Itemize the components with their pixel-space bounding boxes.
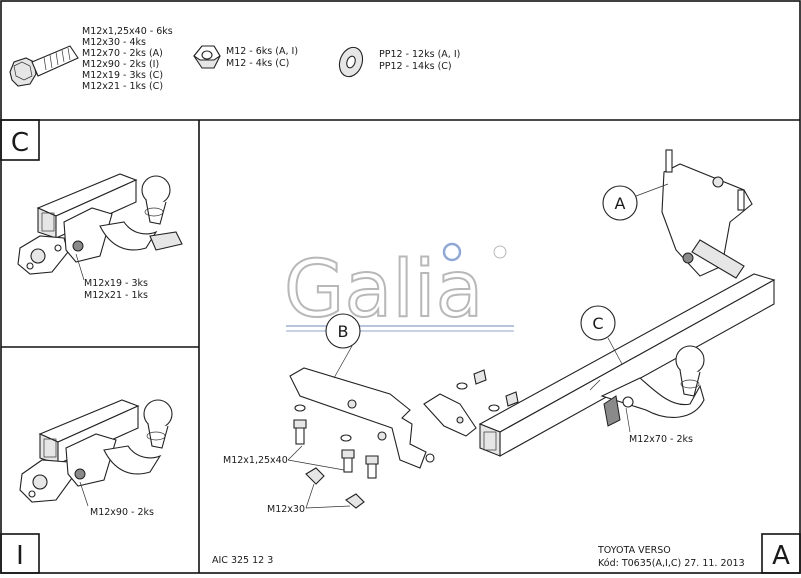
nut-spec-line: M12 - 4ks (C) xyxy=(226,58,289,69)
bolt-label-m12x70: M12x70 - 2ks xyxy=(629,434,693,445)
callout-c: C xyxy=(580,305,623,365)
panel-c-letter: C xyxy=(11,128,29,158)
drawing-code: AIC 325 12 3 xyxy=(212,555,273,566)
galia-logo-text: Galia xyxy=(284,245,483,335)
loose-fasteners xyxy=(293,369,519,509)
nut-icon xyxy=(193,45,221,69)
washer-spec-line: PP12 - 14ks (C) xyxy=(379,61,452,72)
callout-b: B xyxy=(325,313,361,379)
bolt-spec-line: M12x21 - 1ks (C) xyxy=(82,81,163,92)
main-assembly: Galia xyxy=(223,149,776,515)
bolt-spec-line: M12x90 - 2ks (I) xyxy=(82,59,159,70)
bolt-spec-line: M12x1,25x40 - 6ks xyxy=(82,26,173,37)
callout-a-letter: A xyxy=(615,194,626,213)
side-bracket-b xyxy=(289,367,477,469)
drawing-kod-date: Kód: T0635(A,I,C) 27. 11. 2013 xyxy=(598,558,745,569)
bolt-label-m12x1-25x40: M12x1,25x40 xyxy=(223,455,288,466)
variant-letter: A xyxy=(772,541,790,571)
panel-c-bolt-label: M12x19 - 3ks xyxy=(84,278,148,289)
panel-i-bolt-label: M12x90 - 2ks xyxy=(90,507,154,518)
callout-b-letter: B xyxy=(338,322,349,341)
bolt-label-m12x30: M12x30 xyxy=(267,504,305,515)
callout-a: A xyxy=(602,183,669,221)
crossbar xyxy=(478,273,776,457)
washer-icon xyxy=(338,46,364,78)
tow-ball-assembly-i xyxy=(19,399,173,503)
hardware-legend: M12x1,25x40 - 6ks M12x30 - 4ks M12x70 - … xyxy=(9,26,460,92)
panel-i-detail: I M12x90 - 2ks xyxy=(0,399,173,574)
bolt-icon xyxy=(9,45,79,87)
panel-c-detail: C M12x19 - 3ks M12x21 - 1ks xyxy=(0,119,183,301)
panel-i-letter: I xyxy=(16,541,24,571)
vehicle-model: TOYOTA VERSO xyxy=(597,545,671,556)
galia-logo: Galia xyxy=(283,242,514,336)
bolt-spec-line: M12x19 - 3ks (C) xyxy=(82,70,163,81)
nut-spec-line: M12 - 6ks (A, I) xyxy=(226,46,298,57)
title-block: AIC 325 12 3 TOYOTA VERSO Kód: T0635(A,I… xyxy=(212,533,801,574)
side-bracket-a xyxy=(661,149,753,279)
tow-ball-main xyxy=(600,345,705,427)
tow-ball-assembly-c xyxy=(17,173,183,275)
panel-c-bolt-label: M12x21 - 1ks xyxy=(84,290,148,301)
washer-spec-line: PP12 - 12ks (A, I) xyxy=(379,49,460,60)
callout-c-letter: C xyxy=(592,314,603,333)
bolt-spec-line: M12x30 - 4ks xyxy=(82,37,146,48)
bolt-spec-line: M12x70 - 2ks (A) xyxy=(82,48,163,59)
